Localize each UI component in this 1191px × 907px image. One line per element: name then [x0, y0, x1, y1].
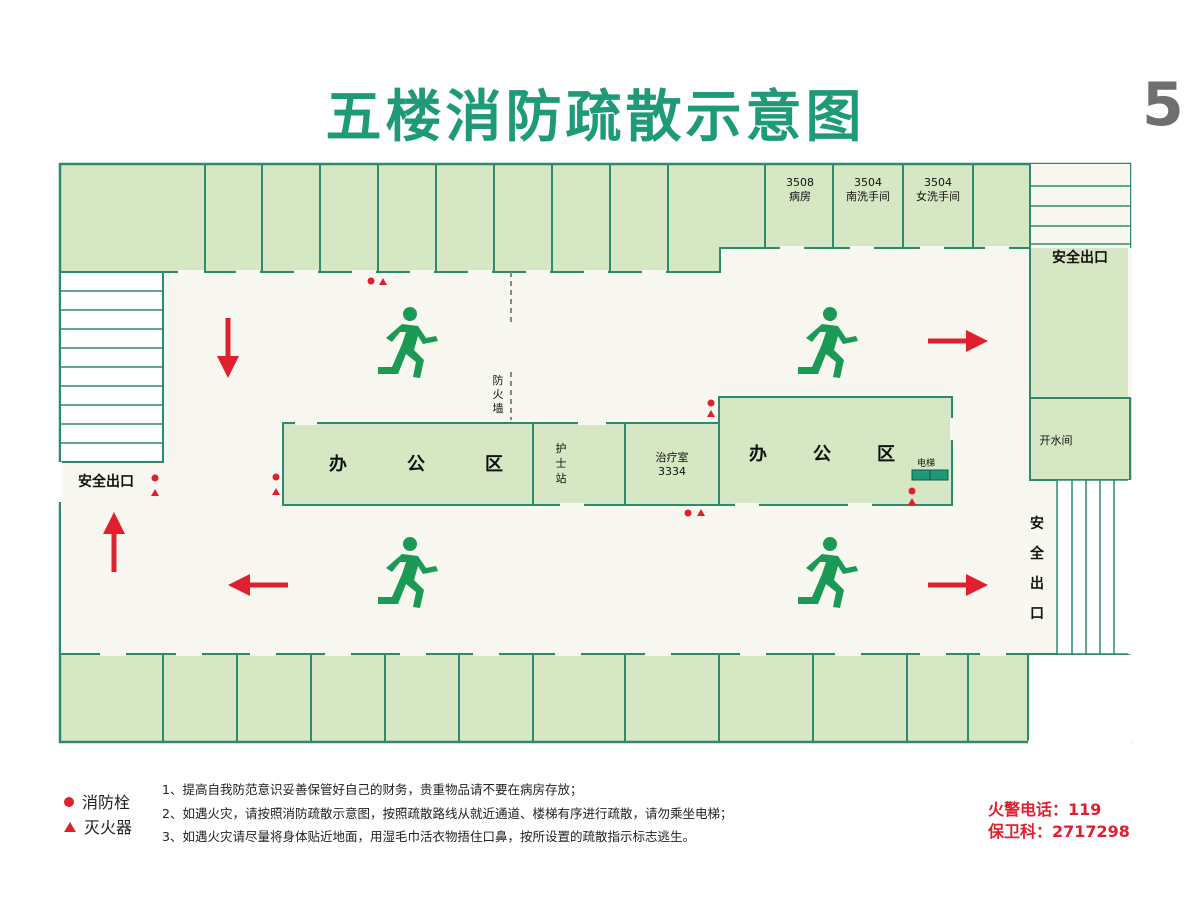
exit-left-label: 安全出口 — [78, 473, 134, 490]
office-left-char-3: 区 — [485, 454, 503, 475]
nurse-station-char-2: 士 — [556, 457, 567, 470]
firewall-char-2: 火 — [493, 388, 504, 401]
office-right-char-3: 区 — [877, 444, 895, 465]
fire-hydrant-dot-icon — [908, 487, 916, 495]
office-left-char-1: 办 — [329, 453, 347, 475]
fire-extinguisher-triangle-icon — [908, 498, 916, 505]
exit-right-char-2: 全 — [1029, 545, 1045, 562]
page-title: 五楼消防疏散示意图 — [325, 85, 866, 150]
fire-extinguisher-triangle-icon — [379, 278, 387, 285]
legend-extinguisher: 灭火器 — [64, 815, 132, 840]
note-1: 1、提高自我防范意识妥善保管好自己的财务，贵重物品请不要在病房存放； — [162, 782, 583, 797]
office-left-char-2: 公 — [407, 454, 425, 475]
firewall-char-3: 墙 — [493, 401, 504, 415]
office-right-char-1: 办 — [749, 443, 767, 465]
elevator-car-icon — [911, 469, 931, 481]
floor-number: 5 — [1142, 70, 1184, 140]
room-3504a-name: 南洗手间 — [846, 189, 890, 203]
office-right-char-2: 公 — [813, 444, 831, 465]
fire-hydrant-dot-icon — [272, 473, 280, 481]
fire-extinguisher-triangle-icon — [697, 509, 705, 516]
fire-extinguisher-triangle-icon — [707, 410, 715, 417]
safety-notes: 1、提高自我防范意识妥善保管好自己的财务，贵重物品请不要在病房存放； 2、如遇火… — [162, 778, 732, 849]
note-3: 3、如遇火灾请尽量将身体贴近地面，用湿毛巾活衣物捂住口鼻，按所设置的疏散指示标志… — [162, 829, 695, 844]
legend-extinguisher-label: 灭火器 — [84, 818, 133, 837]
exit-right-char-1: 安 — [1030, 515, 1044, 532]
security-phone: 保卫科：2717298 — [988, 822, 1130, 841]
legend: 消防栓 灭火器 — [64, 790, 132, 840]
treatment-room-number: 3334 — [658, 465, 686, 478]
legend-hydrant-label: 消防栓 — [82, 793, 131, 812]
exit-right-char-4: 口 — [1030, 606, 1044, 622]
fire-extinguisher-triangle-icon — [151, 489, 159, 496]
fire-hydrant-dot-icon — [684, 509, 692, 517]
fire-phone: 火警电话：119 — [988, 800, 1102, 819]
fire-extinguisher-triangle-icon — [64, 822, 76, 832]
treatment-room-name: 治疗室 — [656, 450, 689, 464]
fire-hydrant-dot-icon — [64, 797, 74, 807]
room-3504a-number: 3504 — [854, 176, 882, 189]
legend-hydrant: 消防栓 — [64, 790, 132, 815]
room-3504b-name: 女洗手间 — [916, 189, 960, 203]
contacts: 火警电话：119 保卫科：2717298 — [988, 799, 1130, 843]
note-2: 2、如遇火灾，请按照消防疏散示意图，按照疏散路线从就近通道、楼梯有序进行疏散，请… — [162, 805, 733, 821]
fire-extinguisher-triangle-icon — [272, 488, 280, 495]
fire-hydrant-dot-icon — [151, 474, 159, 482]
nurse-station-char-1: 护 — [556, 441, 567, 455]
elevator-label: 电梯 — [917, 457, 935, 469]
firewall-char-1: 防 — [493, 373, 504, 387]
fire-hydrant-dot-icon — [367, 277, 375, 285]
room-3504b-number: 3504 — [924, 176, 952, 189]
fire-hydrant-dot-icon — [707, 399, 715, 407]
room-3508-number: 3508 — [786, 176, 814, 189]
exit-right-char-3: 出 — [1030, 575, 1044, 592]
nurse-station-char-3: 站 — [556, 471, 567, 485]
room-3508-name: 病房 — [789, 189, 811, 203]
water-room-label: 开水间 — [1040, 434, 1073, 447]
exit-top-right-label: 安全出口 — [1052, 249, 1108, 266]
